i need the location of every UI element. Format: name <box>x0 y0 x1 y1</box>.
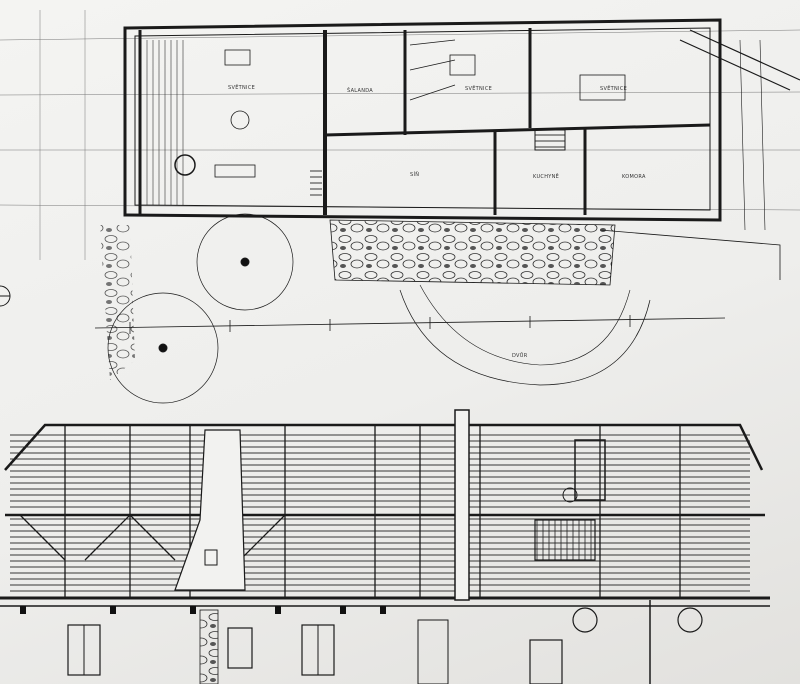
yard-label: DVŮR <box>512 353 528 359</box>
floor-plan <box>0 10 800 404</box>
room-label-salanda: ŠALANDA <box>347 88 374 94</box>
room-label-store: KOMORA <box>622 174 646 180</box>
room-label-hall: SÍŇ <box>410 172 420 178</box>
room-label-kitchen: KUCHYNĚ <box>533 174 560 180</box>
section-elevation <box>0 409 770 684</box>
room-label-svetnice-right: SVĚTNICE <box>600 86 628 92</box>
room-label-svetnice-middle: SVĚTNICE <box>465 86 493 92</box>
room-label-svetnice-left: SVĚTNICE <box>228 85 256 91</box>
